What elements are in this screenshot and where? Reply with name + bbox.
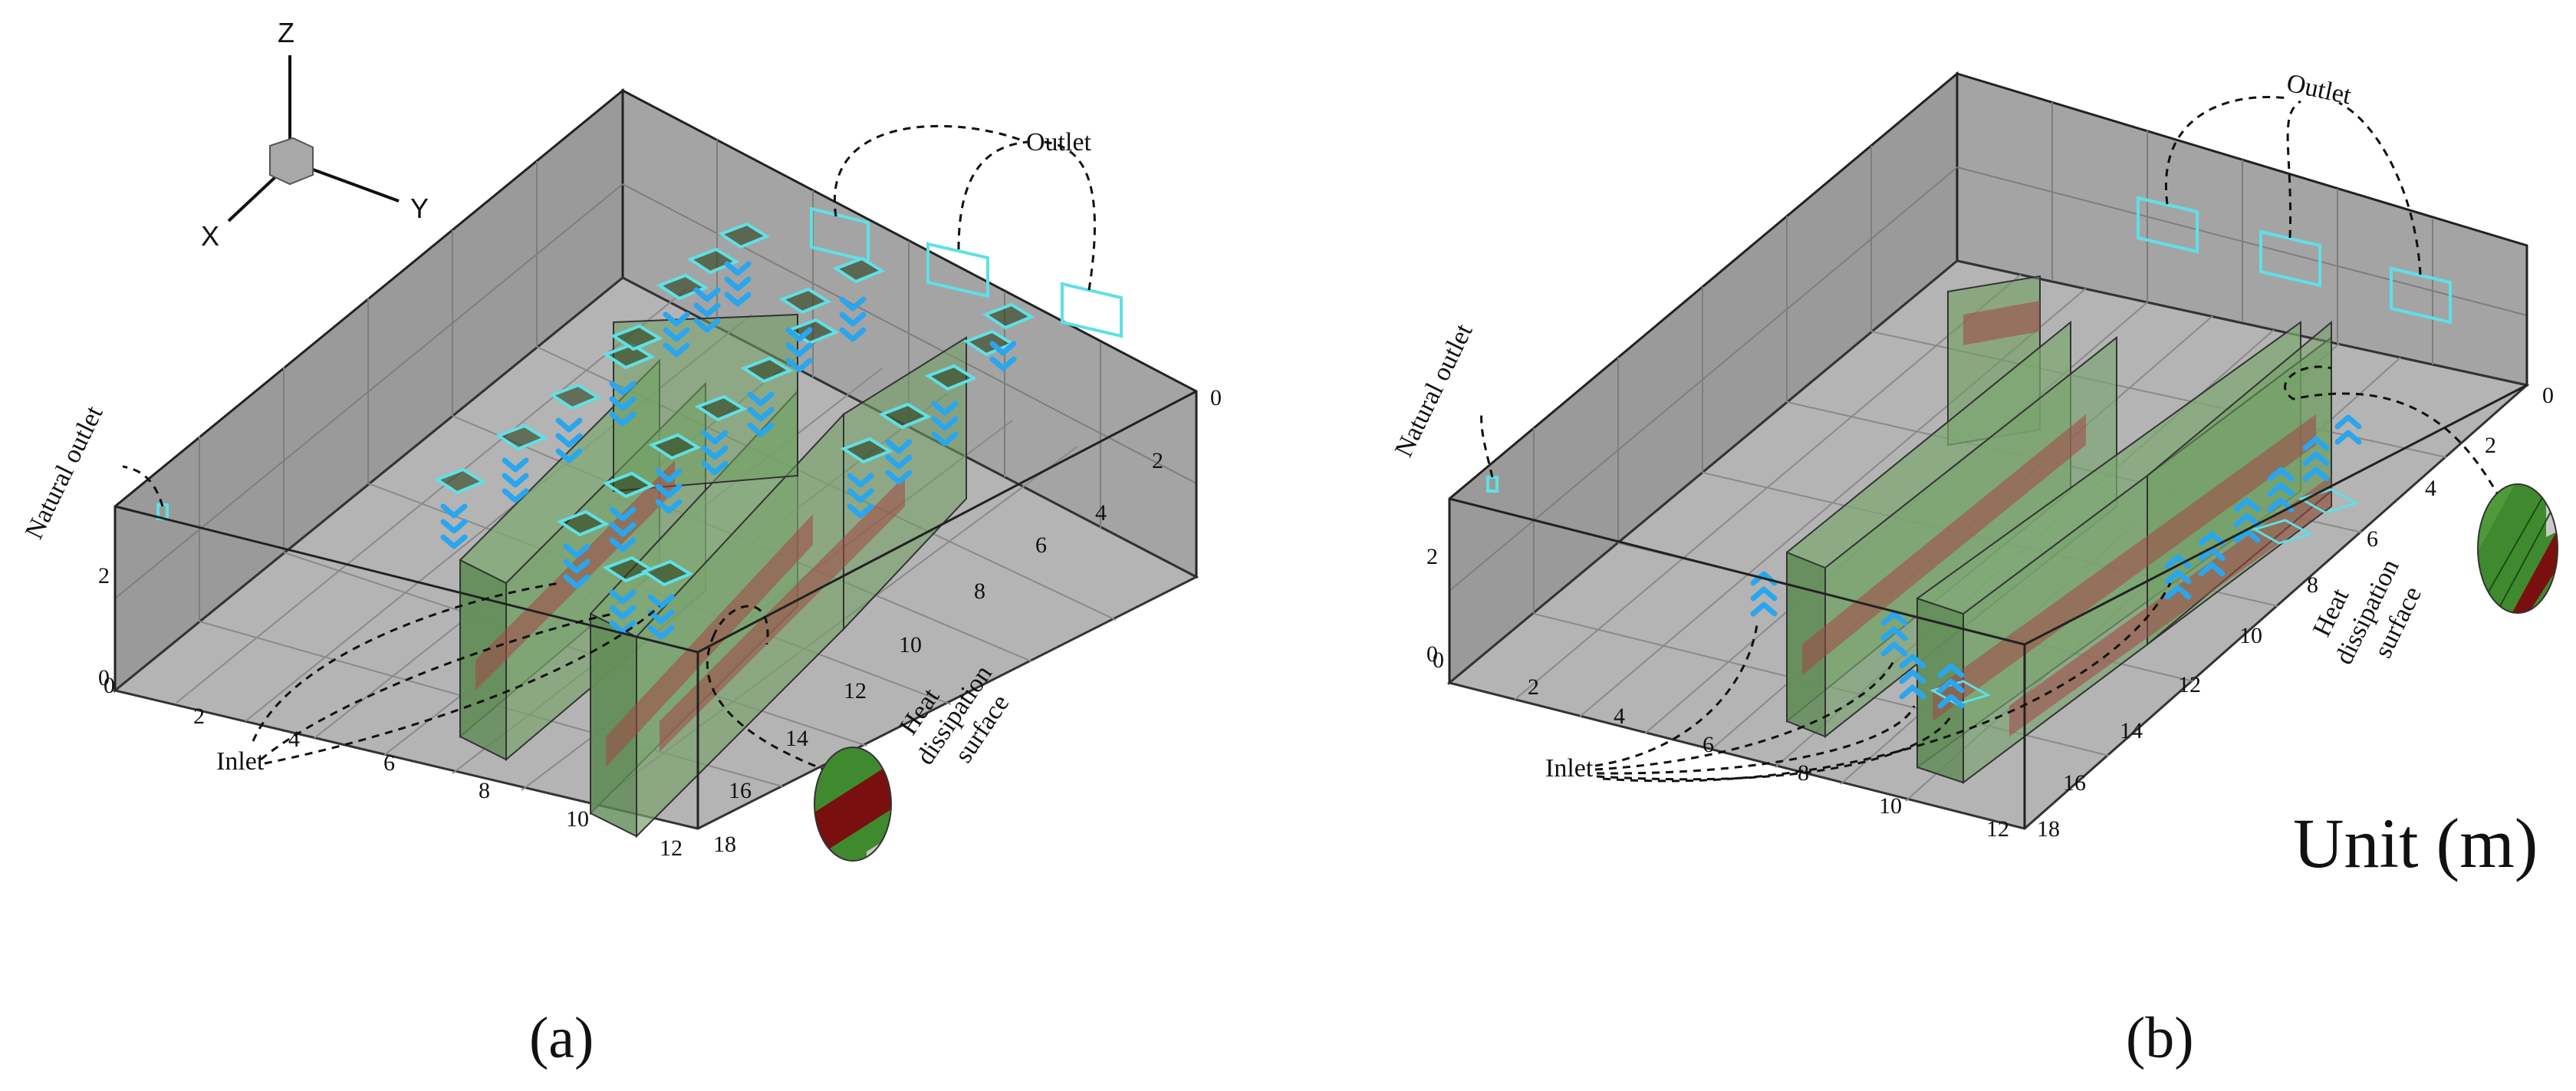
svg-text:6: 6	[383, 750, 395, 776]
svg-text:10: 10	[2239, 623, 2262, 648]
svg-text:0: 0	[1433, 648, 1444, 673]
z-tick: 2	[98, 563, 110, 588]
svg-text:6: 6	[1703, 732, 1714, 757]
wall-grid	[114, 140, 1197, 621]
svg-text:16: 16	[2063, 770, 2086, 796]
z-tick: 0	[98, 665, 110, 691]
airflow-arrows-down	[440, 261, 1017, 640]
panel-a: 0 2 0 2 4 6 8 10 12 0 2 4 6 8 10 12 14 1…	[20, 17, 1222, 1070]
inlet-label-b: Inlet	[1545, 754, 1594, 783]
svg-text:6: 6	[1035, 532, 1047, 558]
x-axis-ticks-a: 0 2 4 6 8 10 12	[104, 673, 683, 861]
heat-strips	[1802, 301, 2331, 737]
outlet-label-b: Outlet	[2284, 69, 2354, 110]
z-axis-ticks-b: 0 2	[1426, 544, 1438, 667]
svg-text:0: 0	[1426, 641, 1438, 667]
svg-text:2: 2	[1528, 674, 1539, 700]
svg-text:0: 0	[104, 673, 115, 698]
svg-text:16: 16	[729, 778, 752, 803]
svg-text:14: 14	[785, 726, 808, 751]
caption-a: (a)	[529, 1006, 594, 1070]
unit-label: Unit (m)	[2293, 804, 2538, 882]
svg-text:4: 4	[1095, 500, 1107, 526]
heat-surface-inset	[2477, 483, 2558, 614]
svg-text:8: 8	[2307, 572, 2318, 598]
svg-text:14: 14	[2120, 718, 2143, 743]
y-axis-ticks-b: 0 2 4 6 8 10 12 14 16 18	[2037, 383, 2554, 842]
caption-b: (b)	[2126, 1006, 2194, 1070]
svg-text:0: 0	[2542, 383, 2554, 408]
z-axis-ticks-a: 0 2	[98, 563, 110, 691]
inlet-vents	[433, 222, 1035, 587]
room-edges	[114, 390, 1198, 829]
svg-text:4: 4	[2425, 476, 2436, 501]
svg-text:12: 12	[1986, 816, 2009, 842]
leader-lines	[1480, 95, 2502, 783]
svg-text:6: 6	[2367, 526, 2378, 552]
natural-outlet-label-b: Natural outlet	[1390, 319, 1479, 462]
svg-text:18: 18	[2037, 816, 2060, 842]
svg-text:18: 18	[713, 832, 736, 857]
triad-z-label: Z	[278, 17, 294, 48]
svg-text:2: 2	[193, 704, 205, 729]
triad-y-label: Y	[410, 193, 429, 224]
svg-text:4: 4	[1614, 704, 1625, 729]
triad-x-label: X	[201, 220, 219, 252]
svg-text:2: 2	[1152, 448, 1163, 473]
room-edges	[1448, 246, 2528, 829]
outlet-label-a: Outlet	[1026, 128, 1092, 157]
svg-text:2: 2	[2485, 433, 2496, 458]
x-axis-ticks-b: 0 2 4 6 8 10 12	[1433, 648, 2009, 842]
svg-text:0: 0	[1210, 385, 1222, 410]
svg-text:8: 8	[1798, 760, 1809, 786]
panel-b: 0 2 0 2 4 6 8 10 12 0 2 4 6 8 10 12 14 1…	[1390, 69, 2558, 1070]
svg-text:4: 4	[288, 727, 300, 752]
y-axis-ticks-a: 0 2 4 6 8 10 12 14 16 18	[713, 385, 1222, 857]
svg-text:10: 10	[1879, 793, 1902, 819]
svg-text:12: 12	[844, 678, 867, 704]
triad-cube-icon	[269, 137, 314, 186]
inlet-label-a: Inlet	[216, 747, 265, 776]
axis-triad: Z Y X	[201, 17, 429, 252]
svg-text:8: 8	[974, 578, 985, 604]
svg-text:2: 2	[1426, 544, 1438, 569]
leader-lines	[122, 124, 1096, 773]
svg-text:12: 12	[2178, 672, 2201, 697]
svg-text:10: 10	[899, 632, 922, 658]
svg-text:10: 10	[566, 806, 589, 832]
svg-text:12: 12	[660, 836, 683, 861]
natural-outlet-label-a: Natural outlet	[20, 401, 109, 544]
svg-text:8: 8	[479, 778, 490, 803]
outlets	[2137, 196, 2452, 325]
